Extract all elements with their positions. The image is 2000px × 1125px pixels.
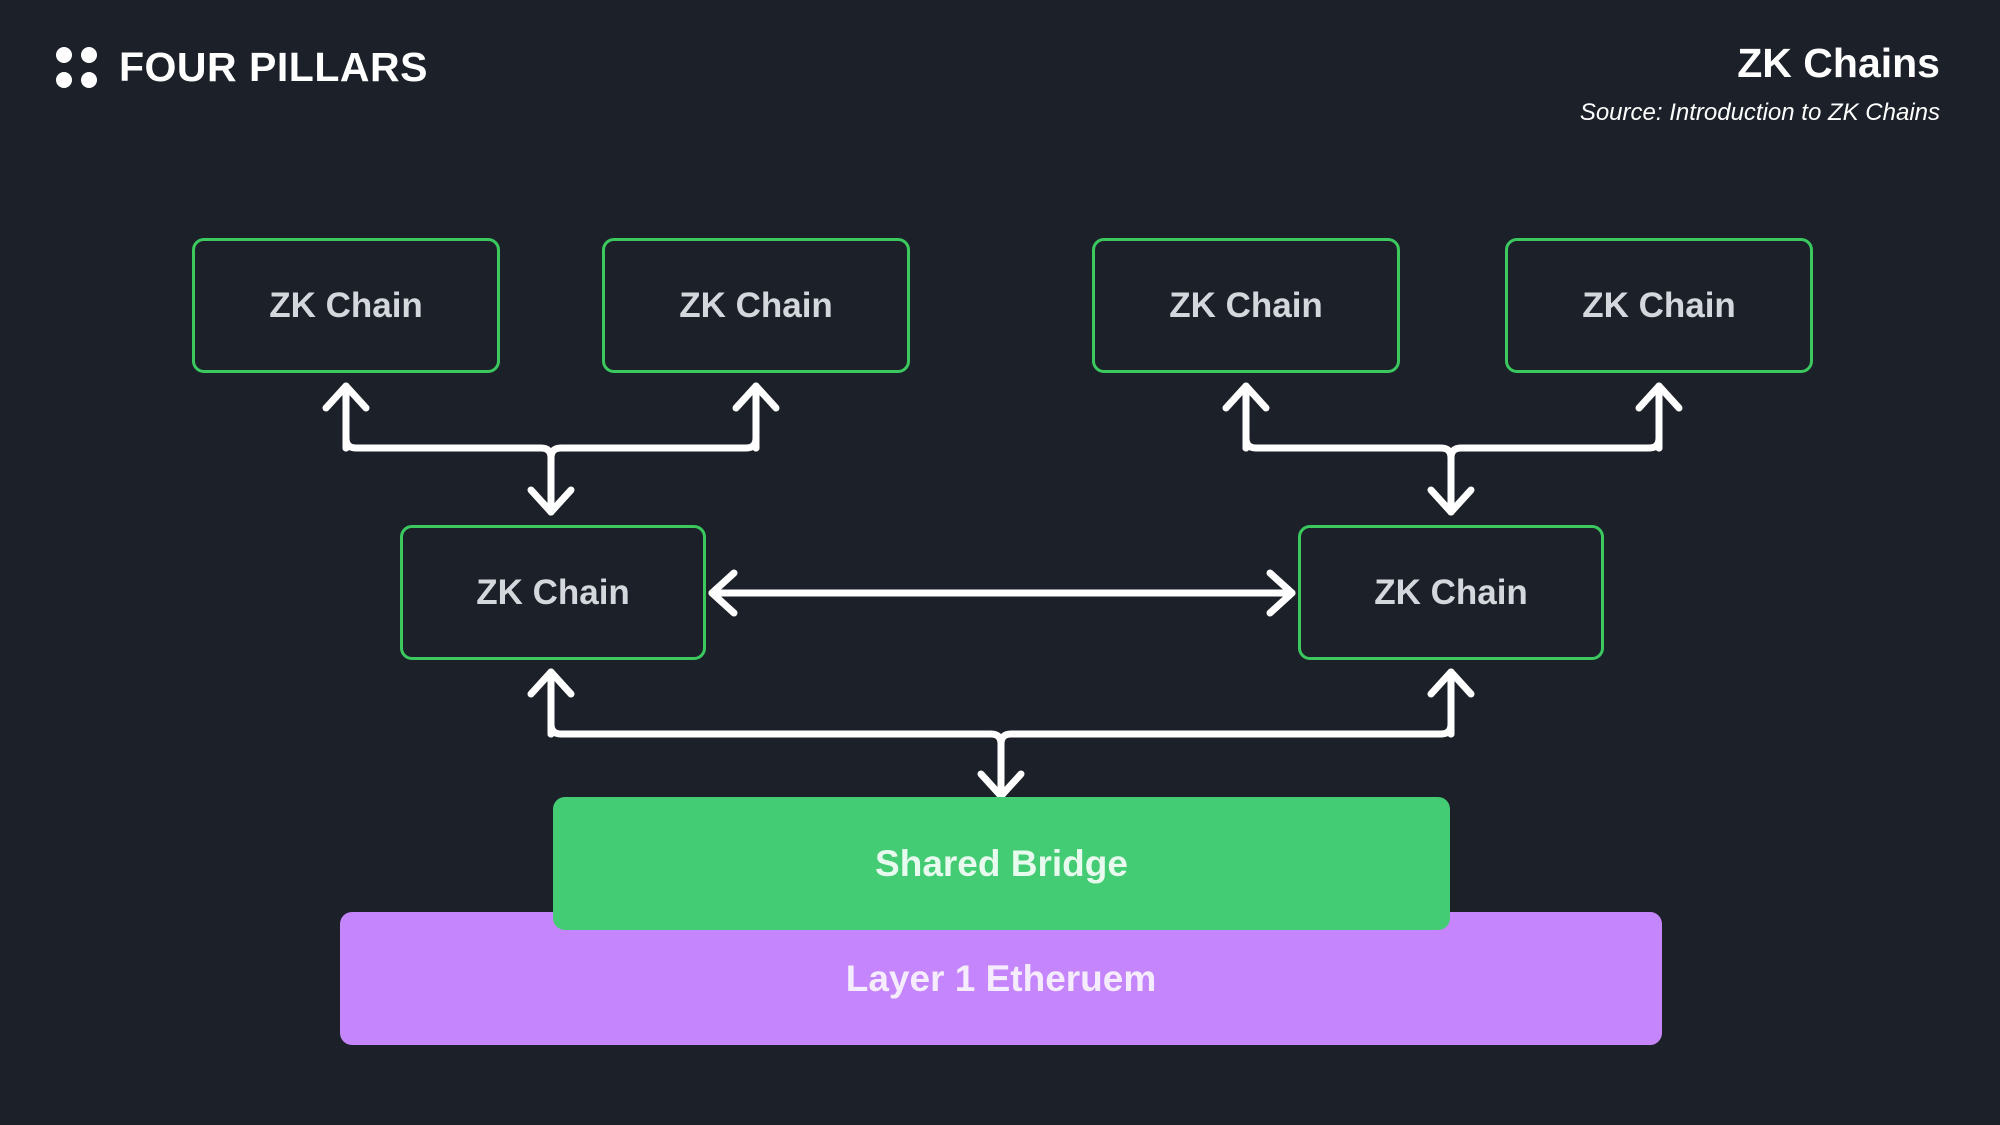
node-zk-chain-mid-right[interactable]: ZK Chain — [1298, 525, 1604, 660]
node-label: ZK Chain — [1374, 572, 1528, 612]
arrowhead-mid-left — [527, 486, 575, 516]
node-label: ZK Chain — [269, 285, 423, 325]
node-shared-bridge[interactable]: Shared Bridge — [553, 797, 1450, 930]
four-dots-icon — [56, 47, 97, 88]
arrowhead-bridge-mid-left — [527, 668, 575, 698]
node-zk-chain-top-2[interactable]: ZK Chain — [602, 238, 910, 373]
node-zk-chain-top-4[interactable]: ZK Chain — [1505, 238, 1813, 373]
edge-right-bus-2 — [1447, 434, 1663, 516]
edge-bottom-bus-2 — [997, 720, 1455, 800]
arrowhead-shared-bridge — [977, 770, 1025, 800]
arrowhead-top-4 — [1635, 382, 1683, 412]
node-zk-chain-mid-left[interactable]: ZK Chain — [400, 525, 706, 660]
arrowhead-top-1 — [322, 382, 370, 412]
node-label: ZK Chain — [1169, 285, 1323, 325]
node-label: ZK Chain — [476, 572, 630, 612]
brand-name: FOUR PILLARS — [119, 44, 428, 90]
edge-bottom-bus — [547, 720, 1005, 800]
header-right: ZK Chains Source: Introduction to ZK Cha… — [1580, 40, 1940, 127]
node-label: ZK Chain — [679, 285, 833, 325]
node-label: Shared Bridge — [875, 842, 1128, 884]
node-layer-1-ethereum[interactable]: Layer 1 Etheruem — [340, 912, 1662, 1045]
arrowhead-mid-link-left — [708, 569, 738, 617]
arrowhead-top-2 — [732, 382, 780, 412]
arrowhead-mid-right — [1427, 486, 1475, 516]
edge-left-bus — [342, 434, 555, 516]
node-zk-chain-top-1[interactable]: ZK Chain — [192, 238, 500, 373]
node-label: Layer 1 Etheruem — [845, 957, 1157, 999]
node-zk-chain-top-3[interactable]: ZK Chain — [1092, 238, 1400, 373]
arrowhead-mid-link-right — [1266, 569, 1296, 617]
page-title: ZK Chains — [1737, 40, 1940, 86]
edge-left-bus-2 — [547, 434, 760, 516]
edge-right-bus — [1242, 434, 1455, 516]
node-label: ZK Chain — [1582, 285, 1736, 325]
arrowhead-top-3 — [1222, 382, 1270, 412]
arrowhead-bridge-mid-right — [1427, 668, 1475, 698]
brand-logo: FOUR PILLARS — [56, 44, 428, 91]
source-caption: Source: Introduction to ZK Chains — [1579, 99, 1940, 127]
